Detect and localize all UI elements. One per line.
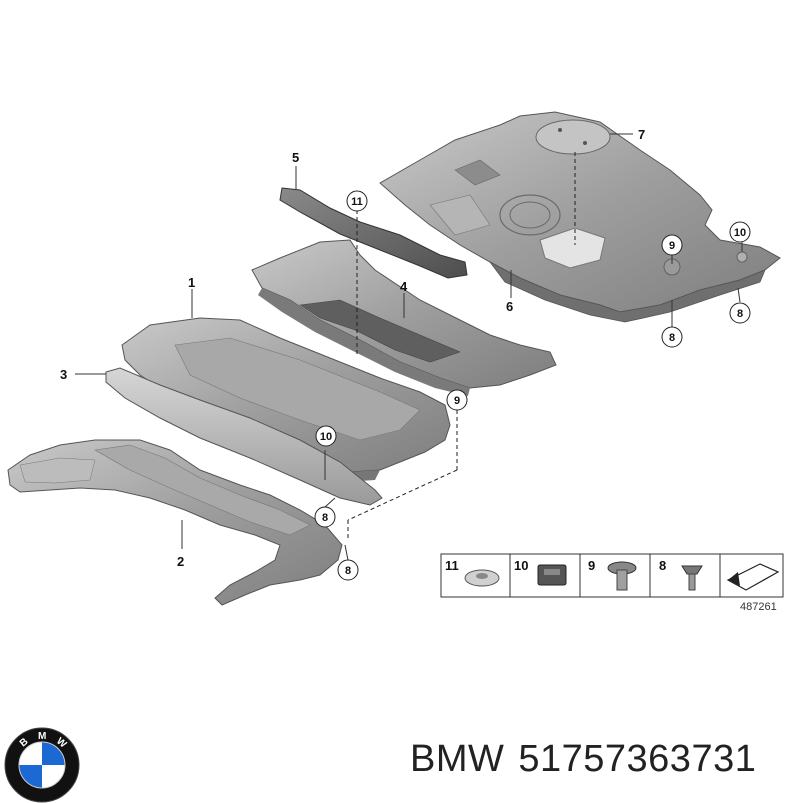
circled-label-10: 10 [734,227,746,239]
callout-5: 5 [292,150,299,165]
legend-label-8: 8 [659,558,666,573]
part-2-front-shield [7,439,343,606]
circled-callout-9-center: 9 [446,389,468,411]
circled-callout-8-b: 8 [729,302,751,324]
circled-callout-8-a: 8 [661,326,683,348]
bmw-logo: B M W [4,727,80,803]
legend-label-10: 10 [514,558,528,573]
part-7-round-cover [535,119,611,155]
leader-lines [75,133,743,561]
circled-label-8: 8 [737,308,743,320]
circled-label-11: 11 [351,196,363,208]
direction-arrow-icon [726,563,780,591]
diagram-reference-number: 487261 [740,601,777,613]
callout-3: 3 [60,367,67,382]
circled-label-8: 8 [322,512,328,524]
callout-6: 6 [506,299,513,314]
circled-label-8: 8 [669,332,675,344]
callout-4: 4 [400,279,408,294]
expanding-rivet-icon [607,561,637,591]
circled-callout-10-right: 10 [729,221,751,243]
dashed-lines [347,152,576,540]
circled-callout-10-left: 10 [315,425,337,447]
part-5-bracket-strip [279,187,468,279]
brand-name: BMW [410,738,505,780]
callout-1: 1 [188,275,195,290]
part-3-rail [105,367,383,506]
callout-7: 7 [638,127,645,142]
circled-callout-11: 11 [346,190,368,212]
circled-callout-8-d: 8 [337,559,359,581]
part-6-underbody-panel [379,111,781,323]
legend-label-9: 9 [588,558,595,573]
svg-text:M: M [38,731,46,742]
circled-label-9: 9 [454,395,460,407]
screw-icon [681,565,703,591]
part-caption: BMW 51757363731 [410,738,756,781]
legend-label-11: 11 [445,558,459,573]
circled-label-9: 9 [669,240,675,252]
callout-2: 2 [177,554,184,569]
circled-label-10: 10 [320,431,332,443]
fastener-legend: 11 10 9 8 [440,553,784,598]
circled-label-8: 8 [345,565,351,577]
circled-callout-9-right: 9 [661,234,683,256]
part-number: 51757363731 [518,738,757,780]
part-1-center-panel [121,317,451,482]
washer-icon [464,569,500,587]
circled-callout-8-c: 8 [314,506,336,528]
clip-nut-icon [537,564,567,586]
